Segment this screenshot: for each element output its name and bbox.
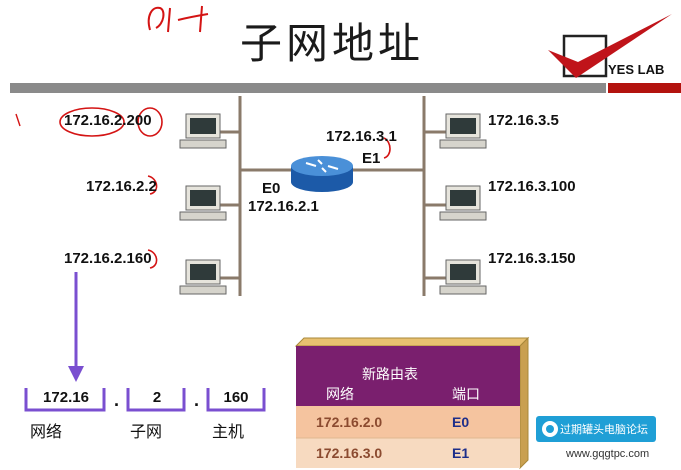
table-top-face	[294, 337, 530, 347]
router-e1-ip: 172.16.3.1	[326, 128, 397, 145]
host-ip-right-3: 172.16.3.150	[488, 250, 576, 267]
host-ip-right-2: 172.16.3.100	[488, 178, 576, 195]
address-dot-2: .	[194, 390, 200, 410]
yeslab-logo	[548, 14, 672, 78]
annotation-mark-3	[147, 249, 158, 269]
bracket-subnet	[126, 388, 186, 412]
label-network: 网络	[30, 422, 63, 441]
host-ip-left-2: 172.16.2.2	[86, 178, 157, 195]
table-row2-bg	[296, 438, 520, 468]
annotation-circle-subnet-1	[137, 107, 163, 137]
annotation-tick	[15, 113, 21, 127]
routing-row2-port: E1	[452, 445, 470, 461]
header-divider-red	[608, 83, 681, 93]
annotation-circle-network	[59, 107, 125, 137]
router-e0-ip: 172.16.2.1	[248, 198, 319, 215]
routing-table-title: 新路由表	[362, 367, 418, 383]
pc-icon-right-3	[439, 259, 487, 295]
watermark-url: www.gqgtpc.com	[566, 448, 650, 460]
address-network-part: 172.16	[43, 389, 89, 406]
routing-row1-network: 172.16.2.0	[316, 414, 383, 430]
pc-icon-left-2	[179, 185, 227, 221]
pc-icon-left-1	[179, 113, 227, 149]
table-header-bg	[296, 346, 520, 406]
annotation-mark-2	[147, 175, 158, 195]
pc-icon-right-2	[439, 185, 487, 221]
routing-table-col-port: 端口	[452, 387, 480, 403]
router-e1-label: E1	[362, 150, 381, 167]
router-e0-label: E0	[262, 180, 281, 197]
address-host-part: 160	[223, 389, 249, 406]
host-ip-left-1: 172.16.2.200	[64, 112, 152, 129]
router-icon	[291, 156, 353, 192]
address-dot-1: .	[114, 390, 120, 410]
pc-icon-left-3	[179, 259, 227, 295]
watermark-text: 过期罐头电脑论坛	[560, 423, 648, 436]
host-ip-left-3: 172.16.2.160	[64, 250, 152, 267]
routing-row1-port: E0	[452, 414, 470, 430]
logo-text: YES LAB	[608, 62, 665, 77]
arrow-head	[68, 366, 84, 382]
table-side-face	[519, 336, 529, 470]
annotation-mark-e1	[383, 137, 391, 159]
bracket-network	[24, 388, 106, 412]
routing-table-col-network: 网络	[326, 387, 354, 403]
header-divider-gray	[10, 83, 606, 93]
table-row1-bg	[296, 406, 520, 438]
handwritten-annotation	[147, 5, 209, 33]
pc-icon-right-1	[439, 113, 487, 149]
bracket-host	[206, 388, 266, 412]
page-title: 子网地址	[240, 19, 425, 68]
label-host: 主机	[212, 422, 245, 441]
label-subnet: 子网	[130, 422, 163, 441]
watermark-logo-icon	[542, 421, 558, 437]
address-subnet-part: 2	[152, 389, 162, 406]
routing-row2-network: 172.16.3.0	[316, 445, 383, 461]
host-ip-right-1: 172.16.3.5	[488, 112, 559, 129]
